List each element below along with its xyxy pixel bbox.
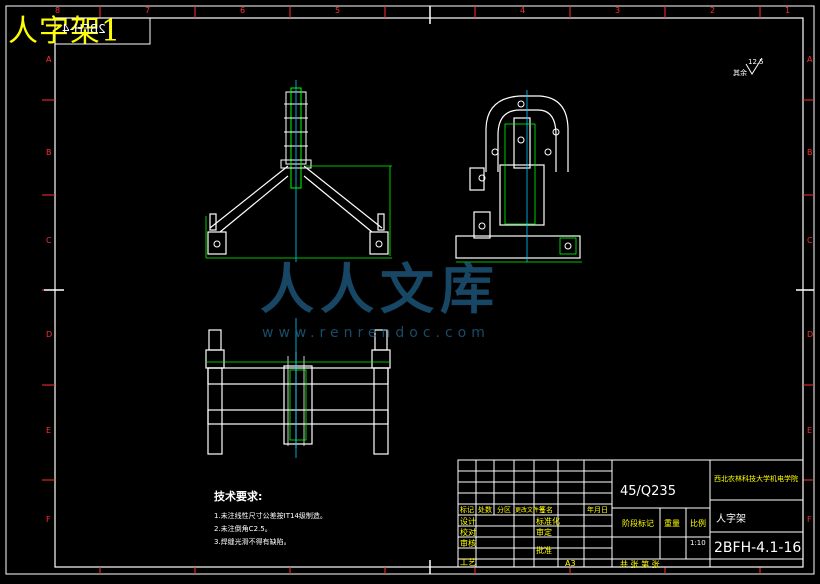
grid-col-8: 8 [55,6,61,15]
grid-col-4: 4 [520,6,526,15]
weight-label: 重量 [664,519,680,528]
row-review: 审核 [460,539,476,548]
row-process: 工艺 [460,558,476,567]
mirrored-tag: 2BFH-4 [62,22,106,36]
stage-label: 阶段标记 [622,519,654,528]
hdr-date: 年月日 [587,506,608,514]
grid-row-b: B [46,148,52,157]
grid-col-3: 3 [615,6,621,15]
grid-row-e: E [46,426,52,435]
notes-line-1: 1.未注线性尺寸公差按IT14级制造。 [214,512,327,520]
roughness-value: 12.5 [748,58,764,66]
grid-row-b-right: B [807,148,813,157]
ratio-label: 比例 [690,519,706,528]
scale-value: 1:10 [690,539,706,547]
grid-row-c-right: C [807,236,813,245]
material: 45/Q235 [620,484,676,499]
top-view [205,318,391,458]
hdr-zone: 分区 [497,506,511,514]
grid-col-2: 2 [710,6,716,15]
row-check: 校对 [460,528,476,537]
mid-standard: 标准化 [536,517,560,526]
sheet-size: A3 [565,559,576,568]
watermark-url: www.renrendoc.com [262,325,490,341]
tag-box [54,17,151,45]
row-design: 设计 [460,517,476,526]
title-overlay: 人字架1 [8,14,122,49]
grid-row-a-right: A [807,55,813,64]
side-view [455,90,582,263]
notes-line-3: 3.焊缝光滑不得有缺陷。 [214,538,291,546]
grid-col-7: 7 [145,6,151,15]
hdr-sign: 签名 [539,506,553,514]
mid-approve: 批准 [536,546,552,555]
grid-row-f-right: F [807,515,812,524]
title-block-lines [457,459,804,568]
front-view [205,80,392,262]
hdr-count: 处数 [478,506,492,514]
hdr-change-doc: 更改文件号 [515,507,546,514]
notes-line-2: 2.未注倒角C2.5。 [214,525,272,533]
grid-row-a: A [46,55,52,64]
centering-marks [44,6,814,574]
grid-col-5: 5 [335,6,341,15]
grid-col-1: 1 [785,6,791,15]
notes-heading: 技术要求: [214,490,263,503]
watermark-logo: 人人文库 [260,257,500,321]
drawing-number: 2BFH-4.1-16 [714,540,802,556]
part-name: 人字架 [716,514,746,525]
grid-row-d-right: D [807,330,814,339]
hdr-mark: 标记 [460,506,474,514]
sheets-label: 共 张 第 张 [620,560,660,569]
grid-col-6: 6 [240,6,246,15]
roughness-mark [745,57,763,75]
technical-notes: 技术要求: 1.未注线性尺寸公差按IT14级制造。 2.未注倒角C2.5。 3.… [214,488,327,549]
grid-row-c: C [46,236,52,245]
grid-row-f: F [46,515,51,524]
grid-row-d: D [46,330,53,339]
roughness-label: 其余 [733,69,747,77]
grid-row-e-right: E [807,426,813,435]
inner-border [54,17,804,568]
mid-approve-set: 审定 [536,528,552,537]
university: 西北农林科技大学机电学院 [714,475,798,483]
